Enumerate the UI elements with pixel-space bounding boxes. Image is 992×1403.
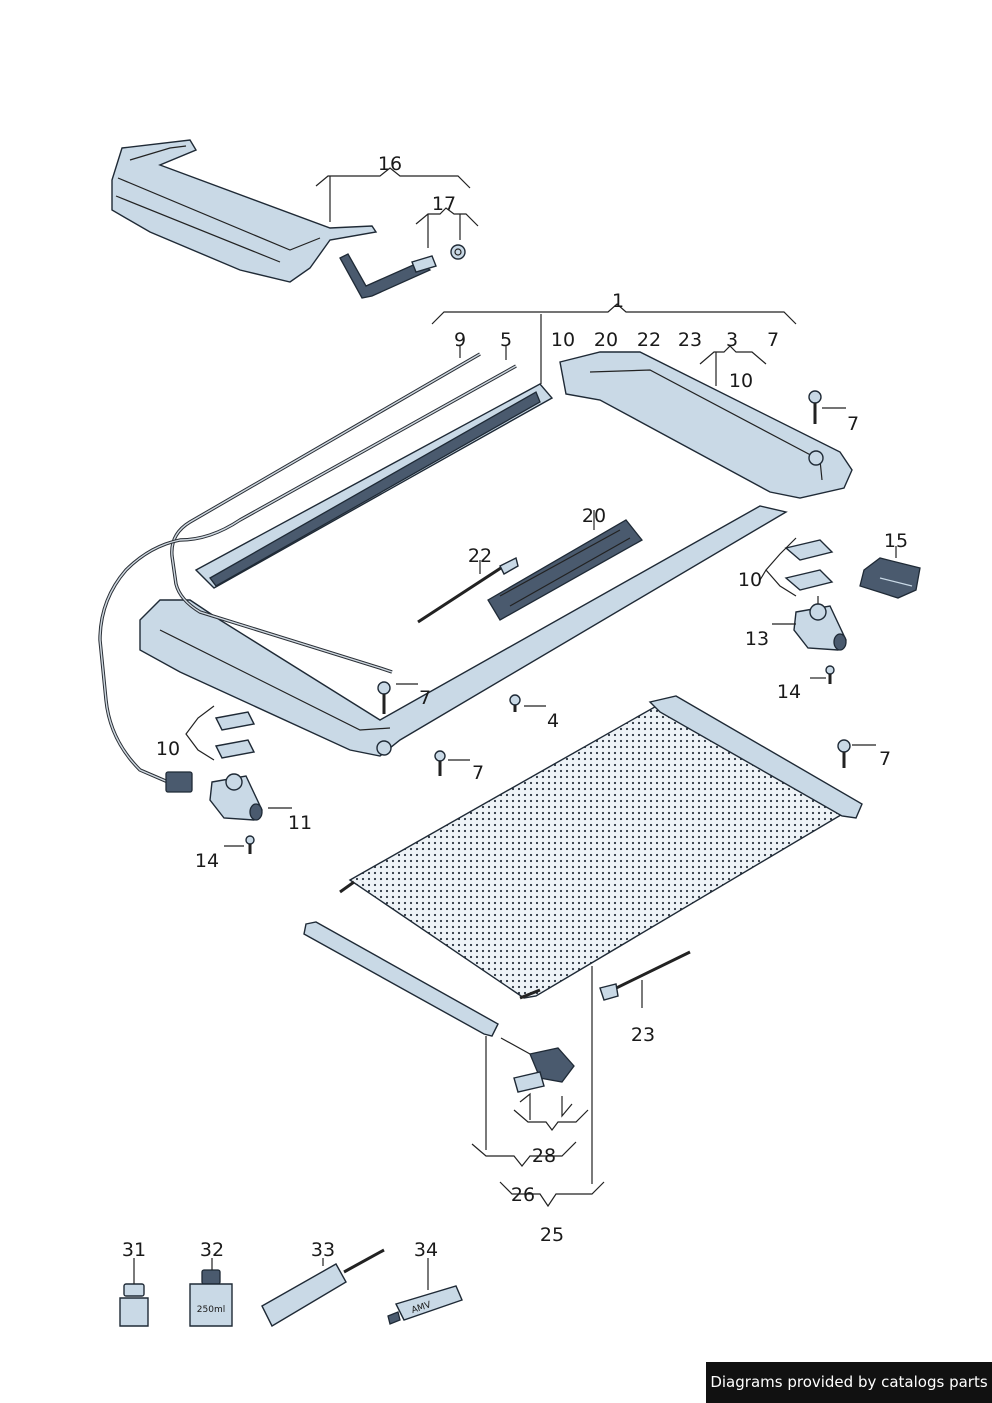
callout-33: 33 xyxy=(311,1239,335,1261)
callout-20: 20 xyxy=(582,505,606,527)
callout-13: 13 xyxy=(745,628,769,650)
screws xyxy=(245,390,851,854)
motor-left xyxy=(209,773,263,821)
deflector-arm xyxy=(339,244,466,299)
connector-plug xyxy=(165,771,193,793)
callout-10-left: 10 xyxy=(156,738,180,760)
callout-28: 28 xyxy=(532,1145,556,1167)
callout-23: 23 xyxy=(631,1024,655,1046)
callout-9: 9 xyxy=(454,329,466,351)
callout-7-lower: 7 xyxy=(472,762,484,784)
callout-7-blind: 7 xyxy=(879,748,891,770)
callout-26: 26 xyxy=(511,1184,535,1206)
callout-17: 17 xyxy=(432,193,456,215)
callout-16: 16 xyxy=(378,153,402,175)
callout-11: 11 xyxy=(288,812,312,834)
leader-lines xyxy=(133,167,897,1290)
motor-right xyxy=(793,603,847,651)
callout-32: 32 xyxy=(200,1239,224,1261)
blind-rail xyxy=(303,921,499,1037)
can-32: 250ml xyxy=(189,1269,233,1327)
tube-34: AMV xyxy=(387,1285,463,1325)
slide-pieces xyxy=(513,1047,575,1093)
guide-rail xyxy=(487,519,643,621)
callout-25: 25 xyxy=(540,1224,564,1246)
callout-10-right: 10 xyxy=(738,569,762,591)
control-unit xyxy=(859,557,921,599)
callout-10-frame: 10 xyxy=(729,370,753,392)
sunroof-frame xyxy=(139,351,853,757)
bottle-31 xyxy=(119,1283,149,1327)
credit-banner[interactable]: Diagrams provided by catalogs parts xyxy=(706,1362,992,1403)
callout-14-left: 14 xyxy=(195,850,219,872)
callout-10-top: 10 xyxy=(551,329,575,351)
callout-22-top: 22 xyxy=(637,329,661,351)
callout-3: 3 xyxy=(726,329,738,351)
callout-31: 31 xyxy=(122,1239,146,1261)
wind-deflector xyxy=(111,139,378,283)
callout-14-right: 14 xyxy=(777,681,801,703)
callout-34: 34 xyxy=(414,1239,438,1261)
callout-labels: 16 17 1 9 5 10 20 22 23 3 7 10 7 20 22 1… xyxy=(122,153,908,1261)
roof-seal xyxy=(98,352,517,784)
sun-blind xyxy=(339,695,863,1000)
blind-cable xyxy=(599,950,691,1001)
drive-cable xyxy=(417,556,519,624)
callout-7-frame: 7 xyxy=(847,413,859,435)
clips xyxy=(214,539,834,759)
callout-5: 5 xyxy=(500,329,512,351)
callout-22: 22 xyxy=(468,545,492,567)
cartridge-33 xyxy=(261,1248,385,1327)
callout-7-top: 7 xyxy=(767,329,779,351)
callout-7-mid: 7 xyxy=(419,687,431,709)
callout-4: 4 xyxy=(547,710,559,732)
callout-20-top: 20 xyxy=(594,329,618,351)
callout-23-top: 23 xyxy=(678,329,702,351)
callout-15: 15 xyxy=(884,530,908,552)
can-label: 250ml xyxy=(197,1305,225,1315)
callout-1: 1 xyxy=(612,290,624,312)
